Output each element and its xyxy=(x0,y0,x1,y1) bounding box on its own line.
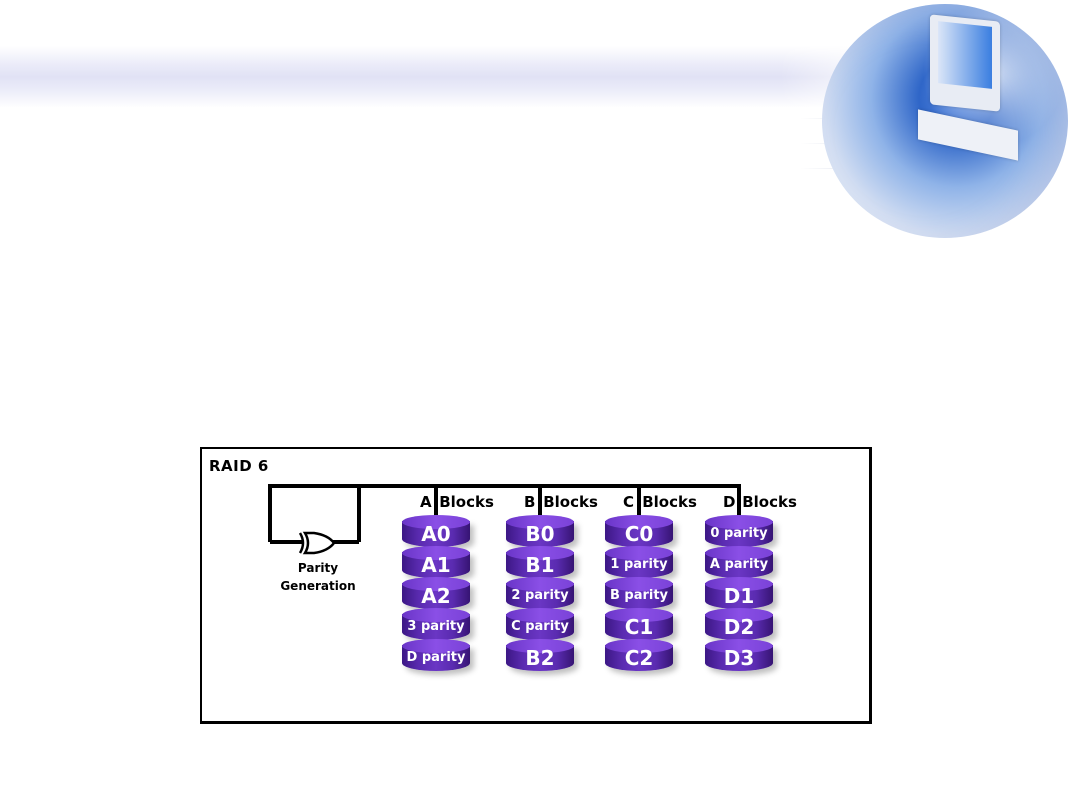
disk-d-header: D Blocks xyxy=(723,493,797,511)
disk-b-letter: B xyxy=(524,493,536,511)
disk-c-label: Blocks xyxy=(642,493,697,511)
segment-label: A1 xyxy=(421,553,451,577)
monitor-illustration xyxy=(930,14,1000,112)
disk-c-stack: C0 1 parity B parity C1 C2 xyxy=(605,515,673,671)
disk-a-header: A Blocks xyxy=(420,493,494,511)
segment-label: B1 xyxy=(525,553,555,577)
disk-segment: C1 xyxy=(605,608,673,640)
diagram-title: RAID 6 xyxy=(209,457,269,475)
header-gradient-band xyxy=(0,46,900,108)
disk-segment: D parity xyxy=(402,639,470,671)
disk-c-letter: C xyxy=(623,493,635,511)
segment-label: B parity xyxy=(609,588,669,603)
disk-b-header: B Blocks xyxy=(524,493,598,511)
disk-segment: B0 xyxy=(506,515,574,547)
disk-segment: B1 xyxy=(506,546,574,578)
xor-gate-icon xyxy=(298,531,336,555)
disk-a-label: Blocks xyxy=(439,493,494,511)
segment-label: D parity xyxy=(406,650,466,665)
disk-segment: D3 xyxy=(705,639,773,671)
segment-label: D2 xyxy=(723,615,755,639)
parity-label-line1: Parity xyxy=(297,561,339,575)
segment-label: C0 xyxy=(624,522,654,546)
disk-b-stack: B0 B1 2 parity C parity B2 xyxy=(506,515,574,671)
segment-label: D1 xyxy=(723,584,755,608)
disk-segment: A1 xyxy=(402,546,470,578)
segment-label: 3 parity xyxy=(407,619,465,634)
segment-label: A parity xyxy=(709,557,769,572)
segment-label: 0 parity xyxy=(710,526,768,541)
segment-label: C2 xyxy=(624,646,654,670)
parity-label-line2: Generation xyxy=(280,579,356,593)
disk-a-stack: A0 A1 A2 3 parity D parity xyxy=(402,515,470,671)
segment-label: C1 xyxy=(624,615,654,639)
disk-segment: A0 xyxy=(402,515,470,547)
segment-label: B2 xyxy=(525,646,555,670)
disk-segment: A parity xyxy=(705,546,773,578)
segment-label: C parity xyxy=(511,619,569,634)
disk-segment: D1 xyxy=(705,577,773,609)
disk-segment: 1 parity xyxy=(605,546,673,578)
disk-segment: 0 parity xyxy=(705,515,773,547)
disk-d-letter: D xyxy=(723,493,736,511)
segment-label: A0 xyxy=(421,522,451,546)
segment-label: B0 xyxy=(525,522,555,546)
disk-segment: B2 xyxy=(506,639,574,671)
connector-lines xyxy=(268,484,741,544)
disk-segment: A2 xyxy=(402,577,470,609)
segment-label: A2 xyxy=(421,584,451,608)
disk-c-header: C Blocks xyxy=(623,493,697,511)
parity-generation-label: Parity Generation xyxy=(268,559,368,595)
raid6-diagram: RAID 6 Parity Generation A Blocks B Bloc… xyxy=(200,447,872,724)
disk-segment: 2 parity xyxy=(506,577,574,609)
segment-label: D3 xyxy=(723,646,755,670)
segment-label: 1 parity xyxy=(610,557,668,572)
disk-segment: C parity xyxy=(506,608,574,640)
monitor-screen xyxy=(938,21,992,89)
disk-d-stack: 0 parity A parity D1 D2 D3 xyxy=(705,515,773,671)
disk-a-letter: A xyxy=(420,493,432,511)
disk-segment: C0 xyxy=(605,515,673,547)
disk-segment: D2 xyxy=(705,608,773,640)
disk-segment: 3 parity xyxy=(402,608,470,640)
disk-segment: C2 xyxy=(605,639,673,671)
disk-b-label: Blocks xyxy=(543,493,598,511)
disk-d-label: Blocks xyxy=(742,493,797,511)
segment-label: 2 parity xyxy=(511,588,569,603)
disk-segment: B parity xyxy=(605,577,673,609)
